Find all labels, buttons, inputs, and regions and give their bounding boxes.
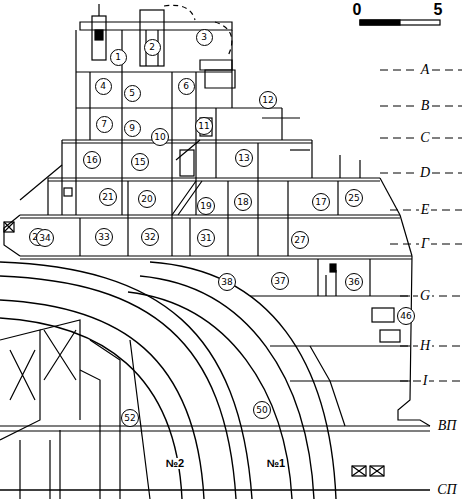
scale-number: 5: [433, 2, 444, 18]
callout-number: 11: [195, 117, 213, 135]
callout-number: 46: [397, 307, 415, 325]
scale-number: 0: [352, 2, 363, 18]
callout-number: 7: [96, 116, 113, 133]
scale-bar: [360, 20, 440, 25]
callout-number: 19: [197, 197, 215, 215]
callout-number: 34: [36, 229, 54, 247]
callout-number: 21: [99, 188, 117, 206]
callout-number: 31: [197, 229, 215, 247]
callout-number: 6: [178, 78, 195, 95]
deck-label: E: [419, 203, 432, 217]
callout-number: 32: [141, 228, 159, 246]
callout-number: 17: [312, 193, 330, 211]
scale-bar-fill: [360, 20, 400, 25]
deck-label: G: [418, 289, 432, 303]
callout-number: 5: [124, 85, 141, 102]
callout-number: 4: [95, 78, 112, 95]
deck-label: B: [419, 99, 432, 113]
deck-label: D: [418, 166, 432, 180]
callout-number: 16: [83, 151, 101, 169]
tank-number: №1: [266, 458, 286, 469]
callout-number: 15: [131, 153, 149, 171]
callout-number: 50: [253, 401, 271, 419]
deck-lines: [380, 70, 462, 381]
deck-label: A: [419, 63, 432, 77]
callout-number: 3: [196, 29, 213, 46]
callout-number: 10: [151, 128, 169, 146]
callout-number: 2: [144, 39, 161, 56]
callout-number: 33: [95, 228, 113, 246]
callout-number: 38: [218, 273, 236, 291]
mast: [80, 4, 235, 88]
tank-number: №2: [165, 458, 185, 469]
deck-label: Г: [419, 237, 431, 251]
deck-label: ВП: [436, 419, 459, 433]
callout-number: 9: [124, 120, 141, 137]
callout-number: 12: [259, 91, 277, 109]
callout-number: 37: [271, 272, 289, 290]
deck-label: I: [421, 374, 430, 388]
hull: [250, 256, 430, 476]
waterline: [0, 426, 430, 490]
callout-number: 1: [110, 49, 127, 66]
callout-number: 36: [345, 273, 363, 291]
callout-number: 27: [291, 231, 309, 249]
frames: [0, 320, 150, 499]
deck-label: H: [418, 339, 432, 353]
callout-number: 18: [234, 193, 252, 211]
deck-label: C: [418, 131, 431, 145]
deck-label: СП: [435, 483, 458, 497]
callout-number: 20: [138, 190, 156, 208]
callout-number: 13: [235, 149, 253, 167]
superstructure: [4, 30, 412, 296]
callout-number: 25: [345, 189, 363, 207]
uptake-bands: [0, 262, 336, 499]
callout-number: 52: [121, 409, 139, 427]
